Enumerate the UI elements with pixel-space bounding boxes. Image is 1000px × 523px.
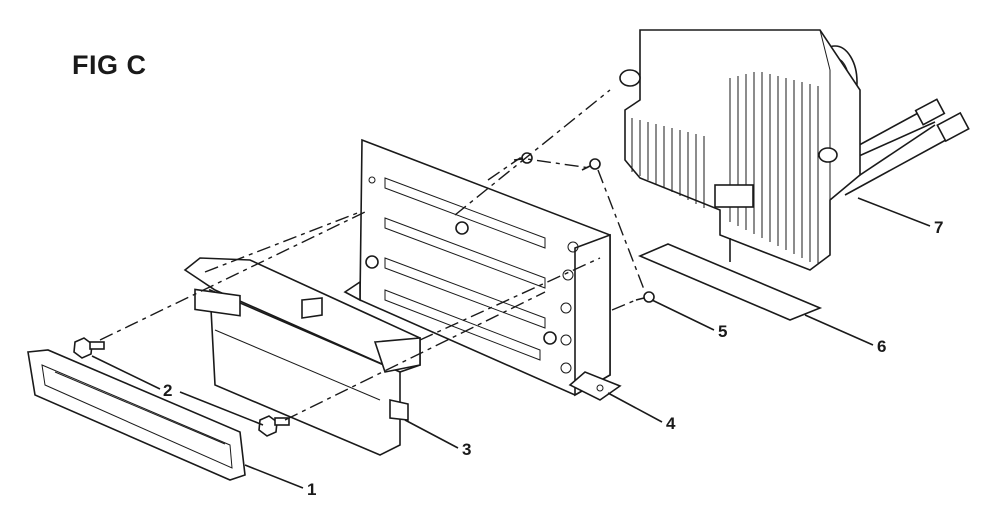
callout-6: 6	[877, 337, 886, 356]
callout-5: 5	[718, 322, 727, 341]
mounting-bracket	[343, 138, 622, 401]
heatsink-module	[619, 29, 970, 271]
callout-3: 3	[462, 440, 471, 459]
assembly-lines	[99, 89, 646, 421]
leader-lines	[91, 197, 931, 489]
callout-7: 7	[934, 218, 943, 237]
hex-screws	[73, 337, 290, 437]
front-bezel	[27, 349, 246, 481]
callout-4: 4	[666, 414, 676, 433]
gasket-strip	[637, 243, 823, 321]
figure-title: FIG C	[72, 50, 147, 80]
callout-1: 1	[307, 480, 316, 499]
front-cover	[183, 257, 421, 456]
callout-2: 2	[163, 381, 172, 400]
